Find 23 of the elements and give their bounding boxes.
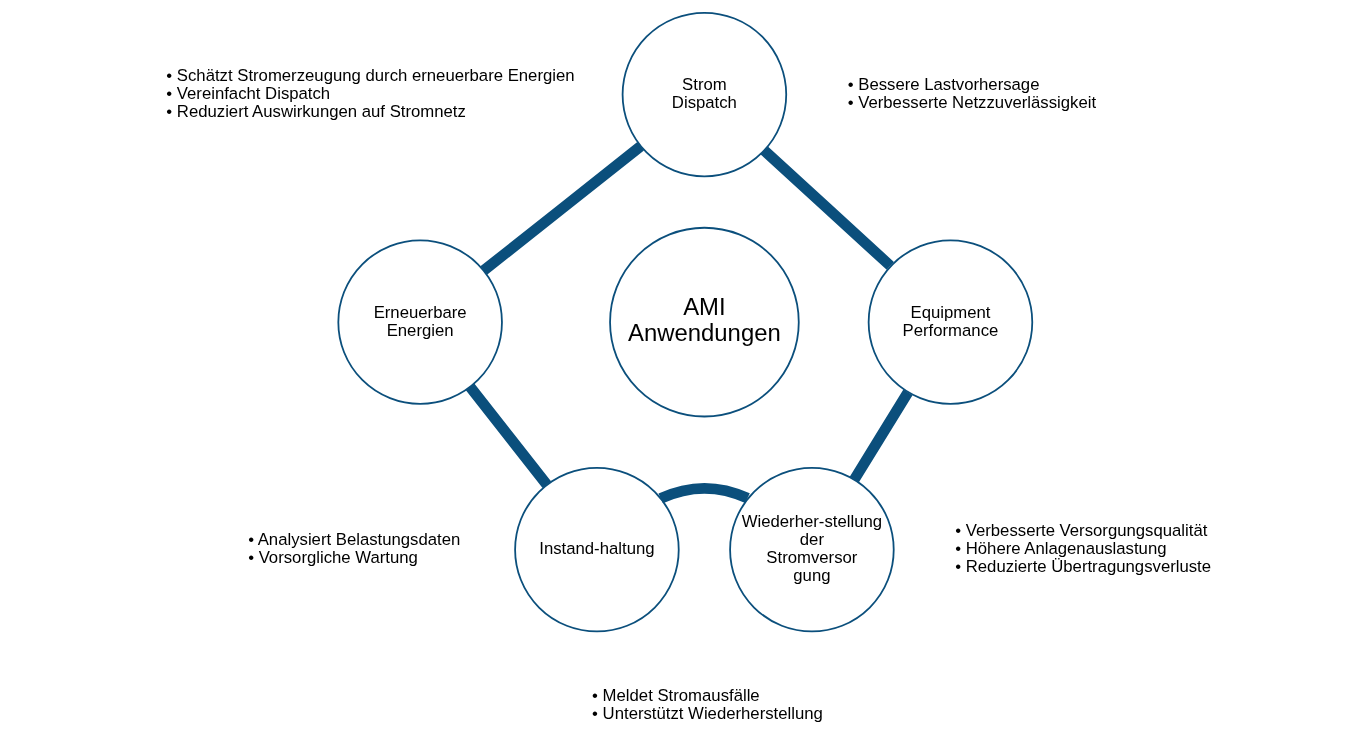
node-circle: Strom Dispatch	[621, 11, 787, 178]
node-label: • Vorsorgliche Wartung	[247, 548, 418, 568]
node-label: • Schätzt Stromerzeugung durch erneuerbare Energien	[165, 66, 575, 86]
connector	[465, 383, 551, 488]
connector	[849, 389, 912, 483]
node-label: • Reduziert Auswirkungen auf Stromnetz	[165, 101, 466, 121]
node-label: • Vereinfacht Dispatch	[165, 84, 330, 104]
node-circle: Wiederher-stellung der Stromversor gung	[728, 466, 895, 633]
node-label: • Verbesserte Versorgungsqualität	[954, 521, 1207, 541]
connector	[760, 146, 894, 270]
node-label: • Höhere Anlagenauslastung	[954, 539, 1167, 559]
node-circle: Instand-haltung	[513, 466, 680, 633]
connector	[658, 482, 750, 504]
node-circle: Equipment Performance	[867, 239, 1033, 405]
node-label: • Reduzierte Übertragungsverluste	[954, 556, 1211, 576]
node-circle: Erneuerbare Energien	[336, 239, 503, 405]
node-label: • Meldet Stromausfälle	[591, 685, 760, 705]
node-circle: AMI Anwendungen	[608, 226, 800, 418]
node-label: • Verbesserte Netzzuverlässigkeit	[847, 92, 1096, 112]
connector	[479, 142, 644, 275]
node-label: • Unterstützt Wiederherstellung	[591, 703, 823, 723]
node-label: • Bessere Lastvorhersage	[847, 75, 1039, 95]
node-label: • Analysiert Belastungsdaten	[247, 530, 460, 550]
